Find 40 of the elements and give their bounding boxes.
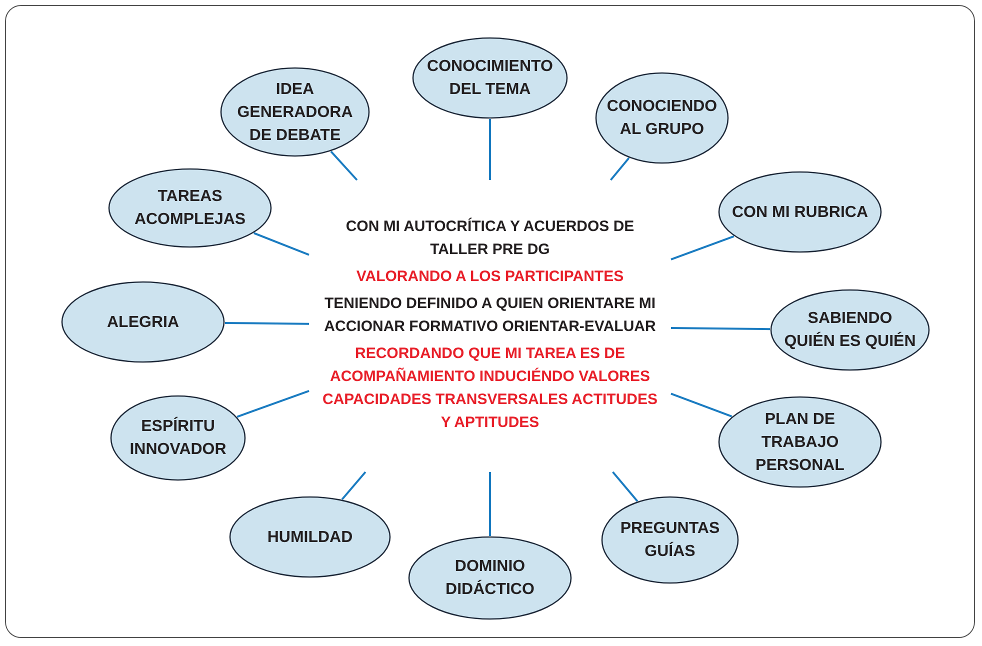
- ellipse-label: TAREAS ACOMPLEJAS: [133, 187, 247, 230]
- central-statement: RECORDANDO QUE MI TAREA ES DE ACOMPAÑAMIENTO INDUCIÉNDO VALORES CAPACIDADES TRANSVERSALES ACTITUDES Y APTITUDES: [321, 344, 659, 432]
- connector-line: [489, 119, 491, 180]
- topic-ellipse: [220, 67, 370, 157]
- topic-ellipse: [61, 281, 225, 363]
- ellipse-label: CONOCIENDO AL GRUPO: [606, 97, 718, 140]
- central-statement: TENIENDO DEFINIDO A QUIEN ORIENTARE MI ACCIONAR FORMATIVO ORIENTAR-EVALUAR: [323, 294, 657, 336]
- ellipse-label: ESPÍRITU INNOVADOR: [128, 416, 228, 460]
- ellipse-label: CONOCIMIENTO DEL TEMA: [426, 57, 554, 100]
- topic-ellipse: [718, 396, 882, 488]
- connector-line: [330, 150, 358, 181]
- topic-ellipse: [601, 496, 739, 584]
- topic-ellipse: [229, 496, 391, 578]
- topic-ellipse: [595, 72, 729, 164]
- connector-line: [253, 232, 310, 256]
- topic-ellipse: [718, 171, 882, 253]
- connector-line: [670, 327, 770, 330]
- topic-ellipse: [770, 289, 930, 371]
- connector-line: [670, 392, 732, 418]
- connector-line: [489, 472, 491, 536]
- connector-line: [341, 471, 366, 500]
- ellipse-label: CON MI RUBRICA: [731, 202, 869, 222]
- ellipse-label: DOMINIO DIDÁCTICO: [444, 557, 536, 600]
- topic-ellipse: [408, 536, 572, 620]
- topic-ellipse: [412, 37, 568, 119]
- ellipse-label: PREGUNTAS GUÍAS: [619, 519, 721, 562]
- central-statement: VALORANDO A LOS PARTICIPANTES: [356, 266, 624, 286]
- connector-line: [224, 322, 310, 325]
- connector-line: [236, 390, 310, 418]
- ellipse-label: PLAN DE TRABAJO PERSONAL: [754, 410, 846, 476]
- topic-ellipse: [110, 395, 246, 481]
- central-statement: CON MI AUTOCRÍTICA Y ACUERDOS DE TALLER PRE DG: [344, 216, 636, 260]
- ellipse-label: ALEGRIA: [106, 312, 180, 332]
- ellipse-label: IDEA GENERADORA DE DEBATE: [236, 80, 354, 146]
- connector-line: [612, 471, 638, 502]
- topic-ellipse: [108, 168, 272, 248]
- connector-line: [670, 235, 734, 260]
- ellipse-label: HUMILDAD: [266, 528, 354, 548]
- connector-line: [610, 157, 630, 181]
- ellipse-label: SABIENDO QUIÉN ES QUIÉN: [783, 309, 917, 352]
